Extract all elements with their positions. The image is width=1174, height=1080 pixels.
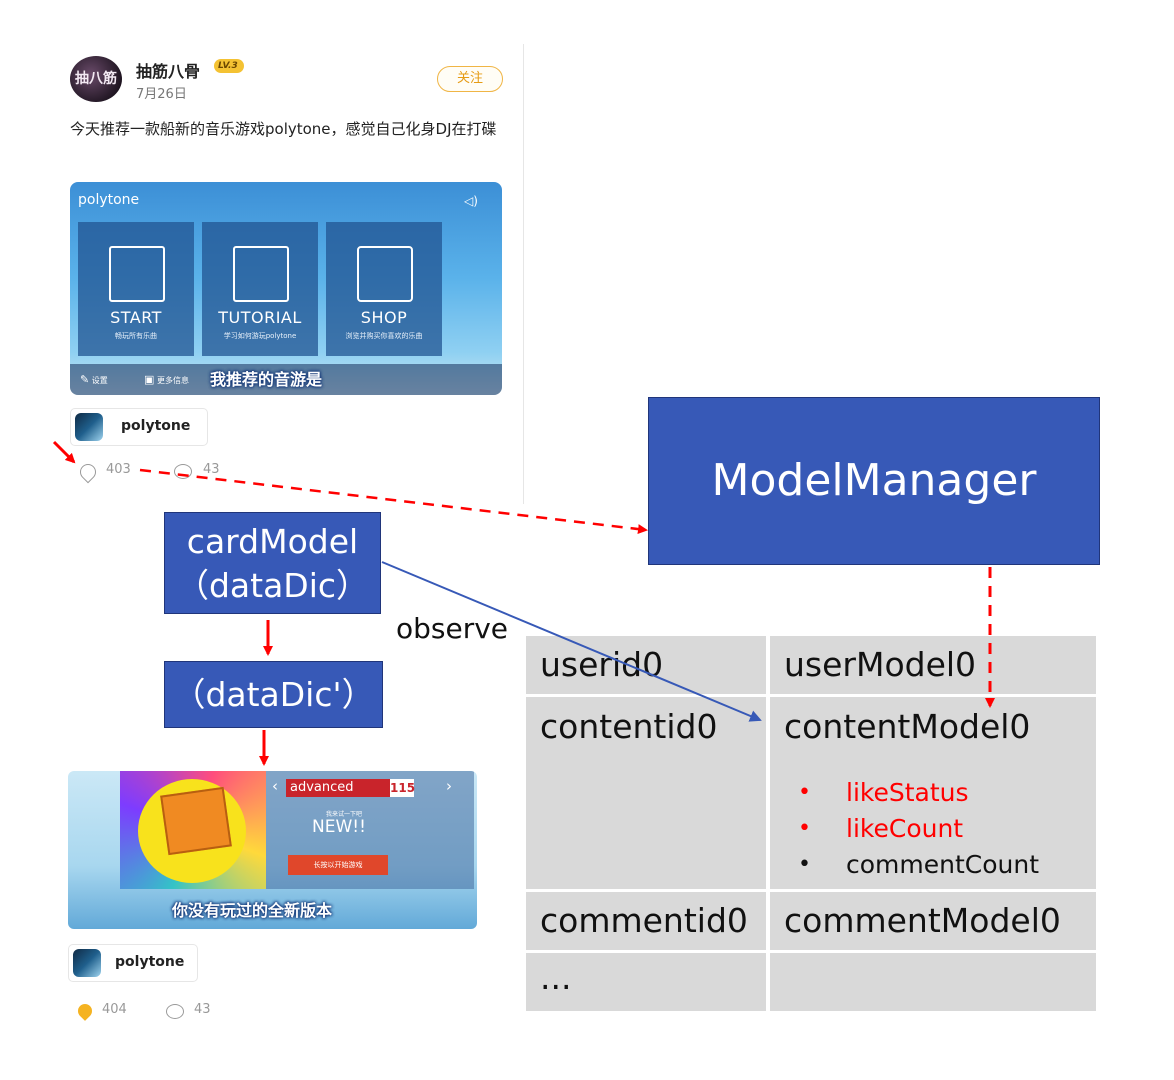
follow-button[interactable]: 关注: [437, 66, 503, 92]
start-title: START: [110, 308, 162, 327]
game-tag-name: polytone: [121, 418, 191, 434]
content-model-fields: likeStatus likeCount commentCount: [788, 775, 1039, 883]
datadic-updated-box: （dataDic'）: [164, 661, 383, 728]
polytone-app-icon: [75, 413, 103, 441]
shop-subtitle: 浏览并购买你喜欢的乐曲: [345, 332, 423, 340]
field-comment-count: commentCount: [788, 847, 1039, 883]
content-model-label: contentModel0: [784, 707, 1031, 746]
shop-tile: SHOP 浏览并购买你喜欢的乐曲: [326, 222, 442, 356]
comment-count: 43: [203, 462, 220, 477]
like-count-updated: 404: [102, 1002, 127, 1017]
speaker-icon: ◁): [464, 194, 478, 208]
model-manager-box: ModelManager: [648, 397, 1100, 565]
chevron-left-icon[interactable]: ‹: [272, 777, 278, 795]
difficulty-level: 115: [390, 779, 416, 797]
new-subtitle: 我来试一下吧: [326, 811, 363, 818]
table-value-cell: commentModel0: [770, 892, 1096, 950]
table-key-cell: userid0: [526, 636, 766, 694]
post-text: 今天推荐一款船新的音乐游戏polytone，感觉自己化身DJ在打碟: [70, 120, 497, 138]
settings-label: ✎ 设置: [80, 373, 108, 386]
divider: [523, 44, 524, 504]
game-tag-1[interactable]: polytone: [70, 408, 208, 446]
more-info-label: ▣ 更多信息: [144, 373, 189, 386]
field-like-count: likeCount: [788, 811, 1039, 847]
polytone-brand: polytone: [78, 192, 140, 208]
tutorial-subtitle: 学习如何游玩polytone: [223, 332, 297, 340]
user-avatar[interactable]: 抽八筋: [70, 56, 122, 102]
like-pointer-arrow: [52, 440, 76, 464]
observe-label: observe: [396, 612, 509, 645]
game-tag-name: polytone: [115, 954, 185, 970]
start-game-button[interactable]: 长按以开始游戏: [288, 855, 388, 875]
content-model-cell: contentModel0 likeStatus likeCount comme…: [770, 697, 1096, 889]
new-label: NEW!!: [312, 817, 366, 837]
table-key-cell: ...: [526, 953, 766, 1011]
table-value-cell: userModel0: [770, 636, 1096, 694]
comment-icon[interactable]: [166, 1004, 184, 1019]
card-model-datadic: （dataDic）: [175, 566, 370, 605]
comment-count-updated: 43: [194, 1002, 211, 1017]
tutorial-title: TUTORIAL: [218, 308, 302, 327]
chevron-right-icon[interactable]: ›: [446, 777, 452, 795]
like-count: 403: [106, 462, 131, 477]
card-model-title: cardModel: [186, 522, 359, 561]
teacher-icon: [109, 246, 165, 302]
post-date: 7月26日: [136, 87, 187, 102]
start-tile: START 畅玩所有乐曲: [78, 222, 194, 356]
tutorial-icon: [233, 246, 289, 302]
observe-arrow: [381, 561, 762, 722]
game-screenshot-1[interactable]: polytone ◁) START 畅玩所有乐曲 TUTORIAL 学习如何游玩…: [70, 182, 502, 395]
video-caption-2: 你没有玩过的全新版本: [172, 901, 333, 920]
info-icon: ▣: [144, 373, 155, 386]
table-key-cell: contentid0: [526, 697, 766, 889]
like-to-manager-arrow: [139, 468, 648, 535]
table-key-cell: commentid0: [526, 892, 766, 950]
disc-icon: [357, 246, 413, 302]
card-model-box: cardModel （dataDic）: [164, 512, 381, 614]
difficulty-label: advanced 115: [286, 779, 416, 797]
comment-icon[interactable]: [174, 464, 192, 479]
level-badge: LV.3: [214, 59, 244, 73]
table-value-cell: [770, 953, 1096, 1011]
game-screenshot-2[interactable]: ‹ advanced 115 › 我来试一下吧 NEW!! 长按以开始游戏 你没…: [68, 771, 477, 929]
song-panel: ‹ advanced 115 › 我来试一下吧 NEW!! 长按以开始游戏: [266, 771, 474, 889]
start-subtitle: 畅玩所有乐曲: [115, 332, 157, 340]
game-bottom-bar: ✎ 设置 ▣ 更多信息: [70, 364, 502, 395]
game-tag-2[interactable]: polytone: [68, 944, 198, 982]
tutorial-tile: TUTORIAL 学习如何游玩polytone: [202, 222, 318, 356]
video-caption: 我推荐的音游是: [210, 370, 323, 389]
wrench-icon: ✎: [80, 373, 90, 386]
field-like-status: likeStatus: [788, 775, 1039, 811]
shop-title: SHOP: [360, 308, 408, 327]
username[interactable]: 抽筋八骨: [136, 62, 201, 81]
polytone-app-icon: [73, 949, 101, 977]
